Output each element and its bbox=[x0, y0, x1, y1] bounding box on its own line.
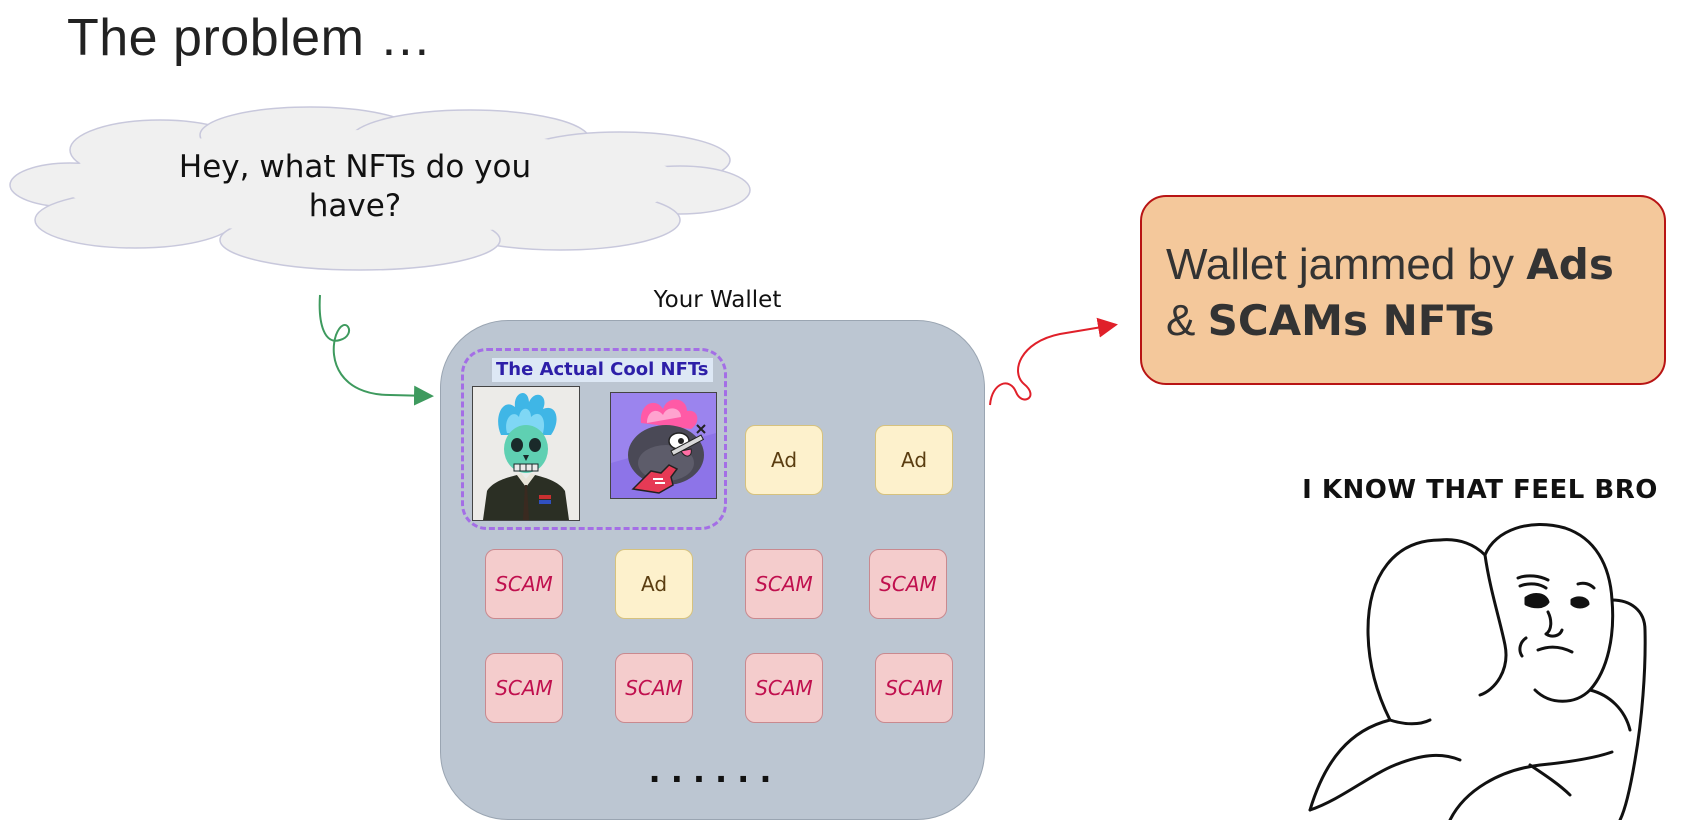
cool-nfts-label: The Actual Cool NFTs bbox=[492, 358, 713, 382]
callout-ads: Ads bbox=[1526, 240, 1614, 289]
callout-text: Wallet jammed by Ads & SCAMs NFTs bbox=[1166, 237, 1646, 349]
ad-tile[interactable]: Ad bbox=[745, 425, 823, 495]
fish-guitar-nft-icon[interactable] bbox=[610, 392, 717, 499]
scam-tile[interactable]: SCAM bbox=[869, 549, 947, 619]
callout-mid: & bbox=[1166, 296, 1208, 345]
red-arrow-icon bbox=[989, 317, 1118, 406]
ad-tile[interactable]: Ad bbox=[615, 549, 693, 619]
wallet-label: Your Wallet bbox=[653, 287, 782, 313]
slide-title: The problem … bbox=[67, 9, 432, 67]
callout-scams: SCAMs NFTs bbox=[1207, 296, 1495, 345]
wallet-jammed-callout bbox=[1140, 195, 1666, 385]
scam-tile[interactable]: SCAM bbox=[875, 653, 953, 723]
scam-tile[interactable]: SCAM bbox=[745, 653, 823, 723]
green-arrow-icon bbox=[318, 294, 434, 406]
more-items-ellipsis: ...... bbox=[648, 752, 782, 790]
thought-cloud-icon bbox=[9, 106, 751, 271]
meme-caption: I KNOW THAT FEEL BRO bbox=[1302, 475, 1658, 505]
hug-meme-icon bbox=[1308, 523, 1647, 820]
cool-nfts-frame bbox=[461, 348, 727, 530]
scam-tile[interactable]: SCAM bbox=[745, 549, 823, 619]
scam-tile[interactable]: SCAM bbox=[615, 653, 693, 723]
scam-tile[interactable]: SCAM bbox=[485, 549, 563, 619]
skull-soldier-nft-icon[interactable] bbox=[472, 386, 580, 521]
ad-tile[interactable]: Ad bbox=[875, 425, 953, 495]
callout-prefix: Wallet jammed by bbox=[1166, 240, 1527, 289]
scam-tile[interactable]: SCAM bbox=[485, 653, 563, 723]
cloud-question: Hey, what NFTs do you have? bbox=[178, 149, 532, 224]
